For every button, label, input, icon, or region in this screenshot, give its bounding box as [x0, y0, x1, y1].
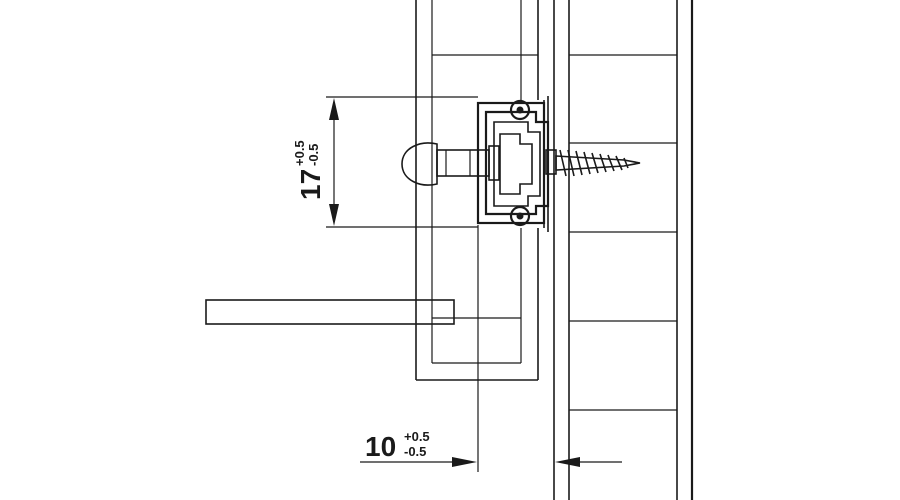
horizontal-dimension-value: 10 — [365, 431, 396, 462]
runner-ball-bearing-bottom — [509, 205, 531, 227]
drawer-dowel-pin — [401, 142, 500, 186]
dimension-arrow-up — [329, 98, 339, 120]
vertical-dimension-upper-tolerance: +0.5 — [292, 140, 307, 166]
vertical-dimension — [326, 96, 478, 228]
horizontal-dimension-label: 10 +0.5 -0.5 — [365, 429, 430, 462]
vertical-dimension-value: 17 — [295, 169, 326, 200]
cabinet-panel-grid — [569, 54, 677, 411]
dimension-arrow-right — [452, 457, 477, 467]
cabinet-side-panel — [553, 0, 694, 500]
drawer-bottom-board — [205, 299, 455, 325]
runner-ball-bearing-top — [509, 99, 531, 121]
dimension-arrow-down — [329, 204, 339, 226]
vertical-dimension-label: 17 +0.5 -0.5 — [292, 140, 326, 200]
runner-rail — [476, 96, 550, 232]
vertical-dimension-lower-tolerance: -0.5 — [306, 144, 321, 166]
horizontal-dimension-lower-tolerance: -0.5 — [404, 444, 426, 459]
mounting-screw — [545, 149, 641, 177]
drawer-side-panel — [415, 0, 539, 381]
horizontal-dimension-upper-tolerance: +0.5 — [404, 429, 430, 444]
horizontal-dimension — [360, 225, 622, 472]
dimension-arrow-left — [555, 457, 580, 467]
